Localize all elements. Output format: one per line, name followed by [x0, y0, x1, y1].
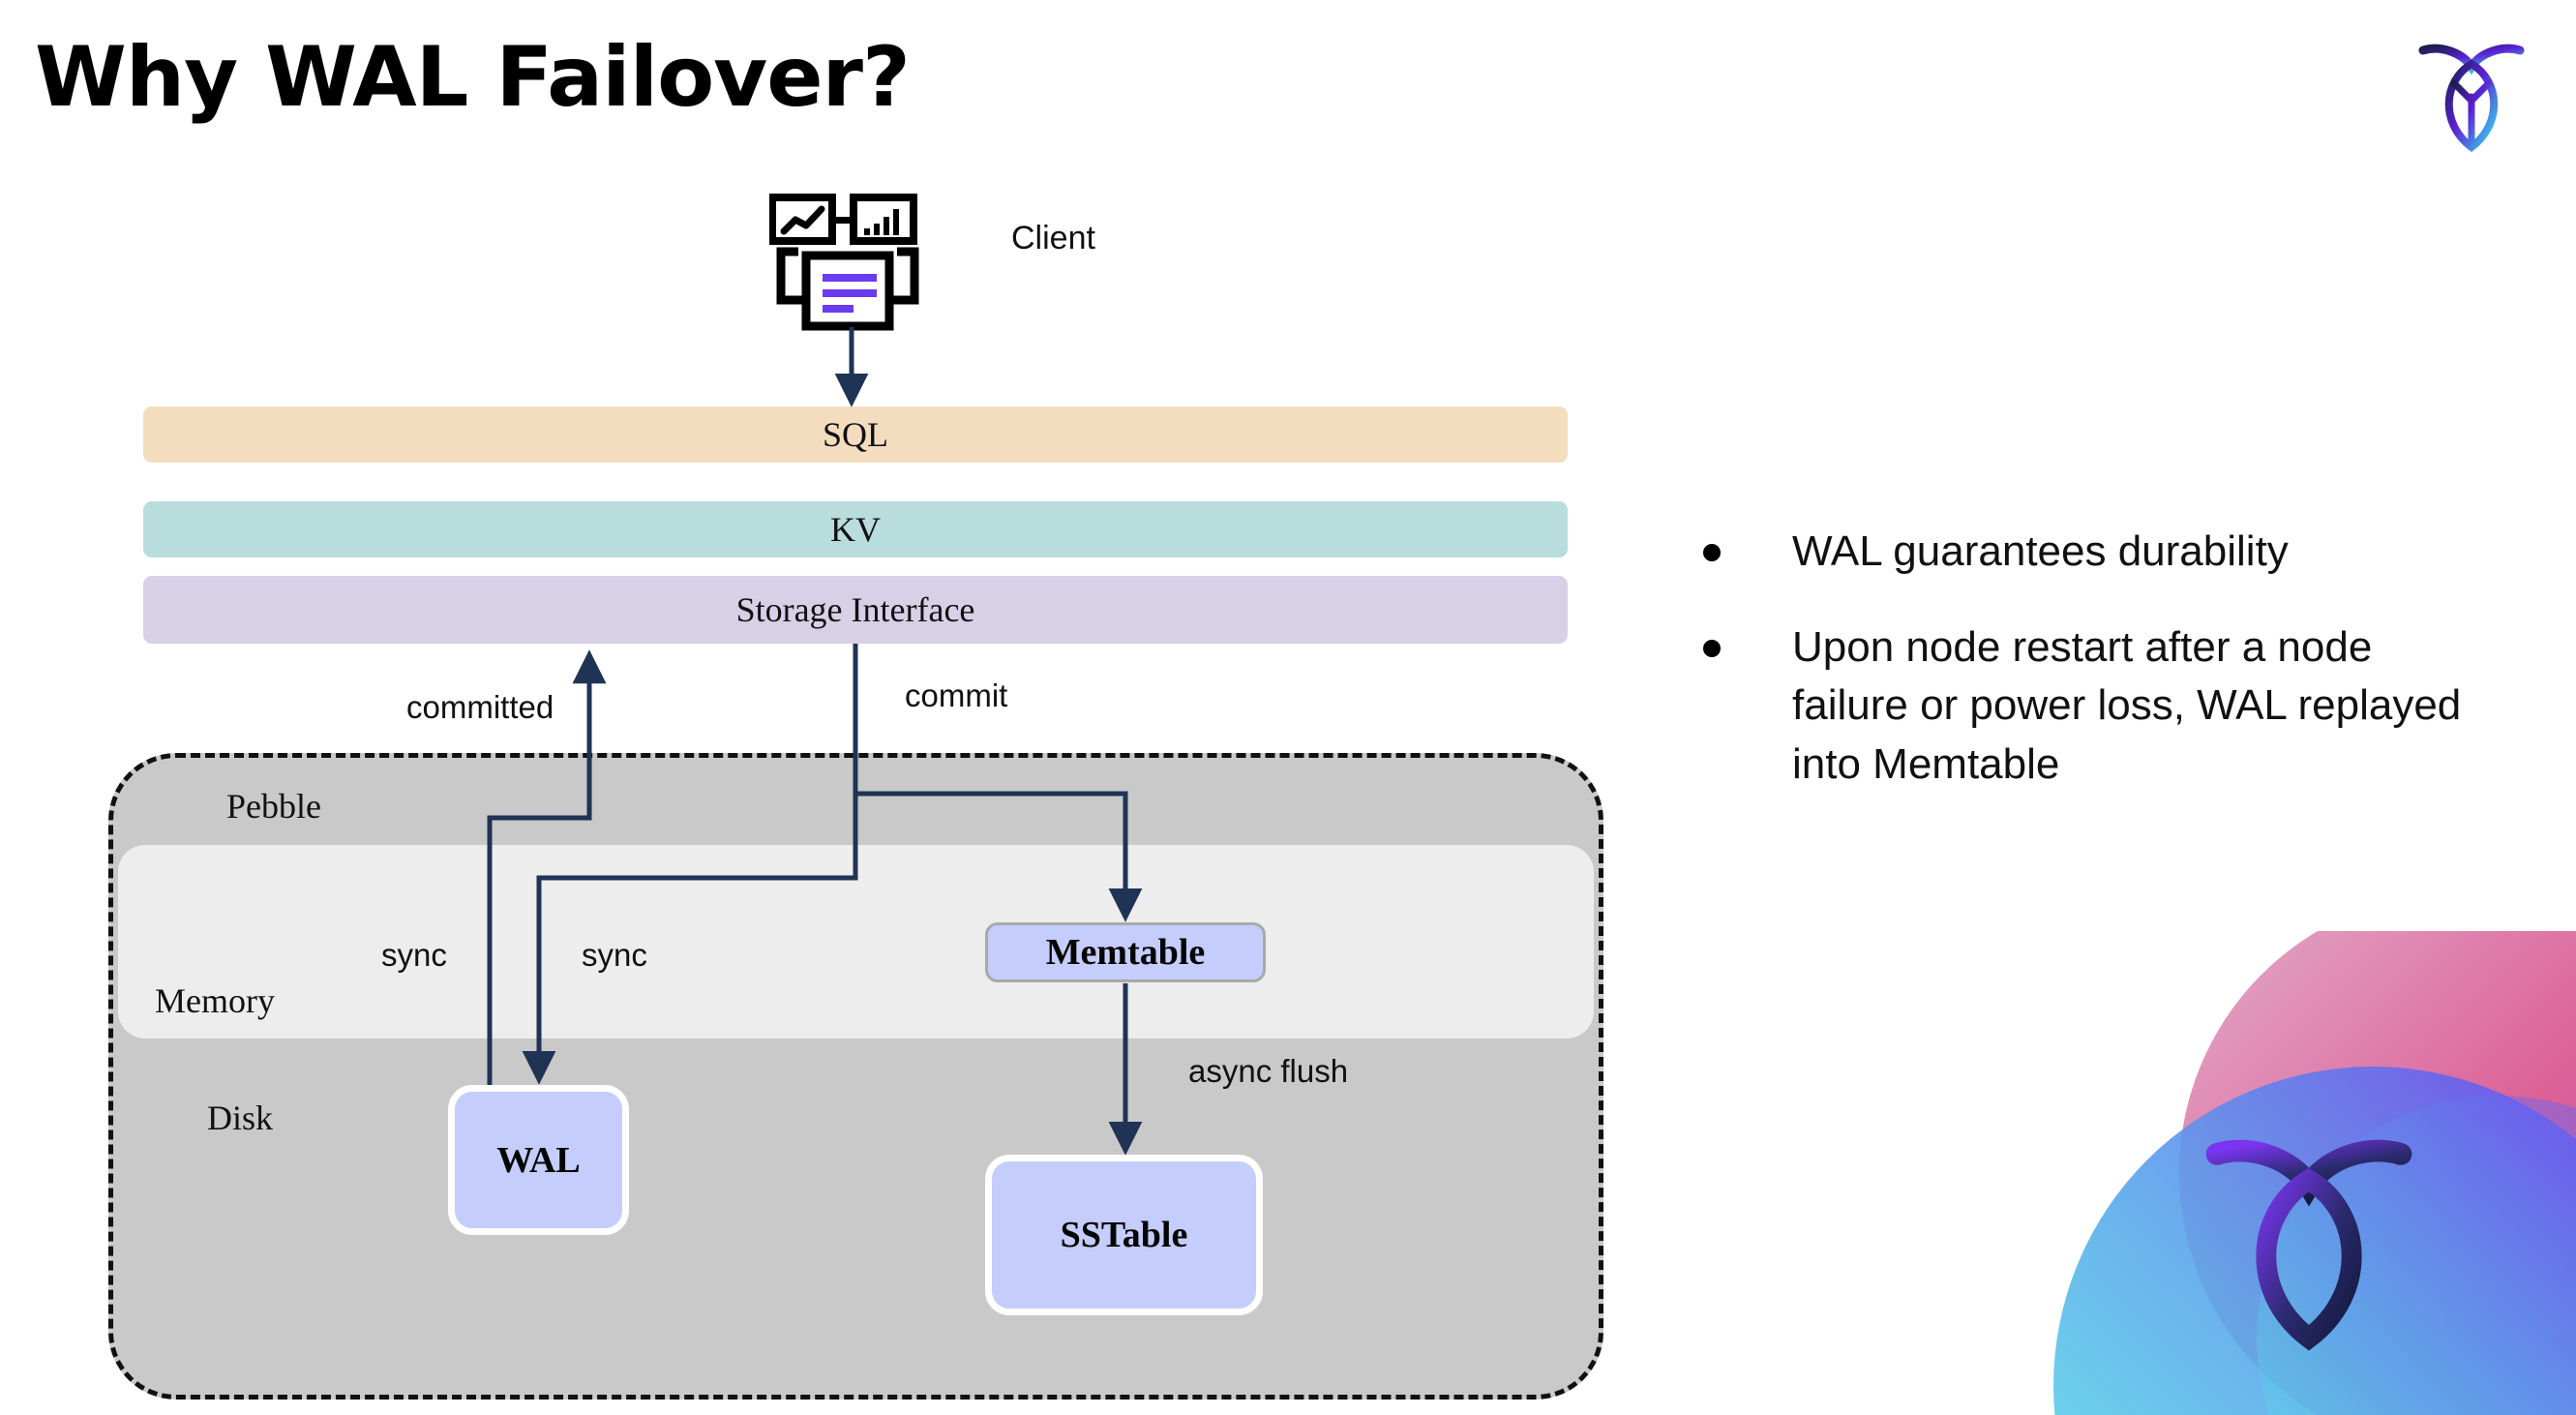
node-wal: WAL: [448, 1085, 629, 1235]
disk-label: Disk: [207, 1099, 274, 1137]
brand-circles-decoration: [1957, 931, 2576, 1415]
list-item: WAL guarantees durability: [1703, 523, 2497, 582]
node-sstable-label: SSTable: [1060, 1215, 1188, 1255]
pebble-label: Pebble: [226, 787, 321, 826]
layer-label-kv: KV: [830, 510, 881, 549]
bullet-list: WAL guarantees durability Upon node rest…: [1703, 523, 2497, 831]
edge-label-sync-write: sync: [582, 937, 647, 973]
memory-panel: [118, 845, 1594, 1039]
node-wal-label: WAL: [496, 1139, 581, 1181]
node-sstable: SSTable: [985, 1155, 1263, 1315]
node-memtable: Memtable: [985, 922, 1266, 982]
layer-bar-kv: KV: [143, 501, 1568, 557]
layer-bar-storage-interface: Storage Interface: [143, 576, 1568, 644]
bullet-dot-icon: [1703, 544, 1721, 561]
bullet-text: Upon node restart after a node failure o…: [1792, 622, 2462, 789]
node-memtable-label: Memtable: [1045, 932, 1206, 973]
client-label: Client: [1011, 220, 1095, 256]
bullet-text: WAL guarantees durability: [1792, 527, 2289, 575]
bullet-dot-icon: [1703, 639, 1721, 657]
client-dashboard-icon: [768, 194, 929, 334]
memory-label: Memory: [155, 981, 275, 1020]
page-title: Why WAL Failover?: [35, 29, 911, 126]
layer-bar-sql: SQL: [143, 406, 1568, 463]
edge-label-committed: committed: [406, 689, 554, 725]
layer-label-sql: SQL: [822, 415, 888, 454]
edge-label-commit: commit: [905, 677, 1008, 713]
list-item: Upon node restart after a node failure o…: [1703, 618, 2497, 795]
cockroach-labs-logo-icon: [2413, 35, 2530, 153]
edge-label-sync-committed: sync: [381, 937, 447, 973]
edge-label-async-flush: async flush: [1188, 1053, 1349, 1089]
layer-label-storage-interface: Storage Interface: [735, 590, 975, 629]
